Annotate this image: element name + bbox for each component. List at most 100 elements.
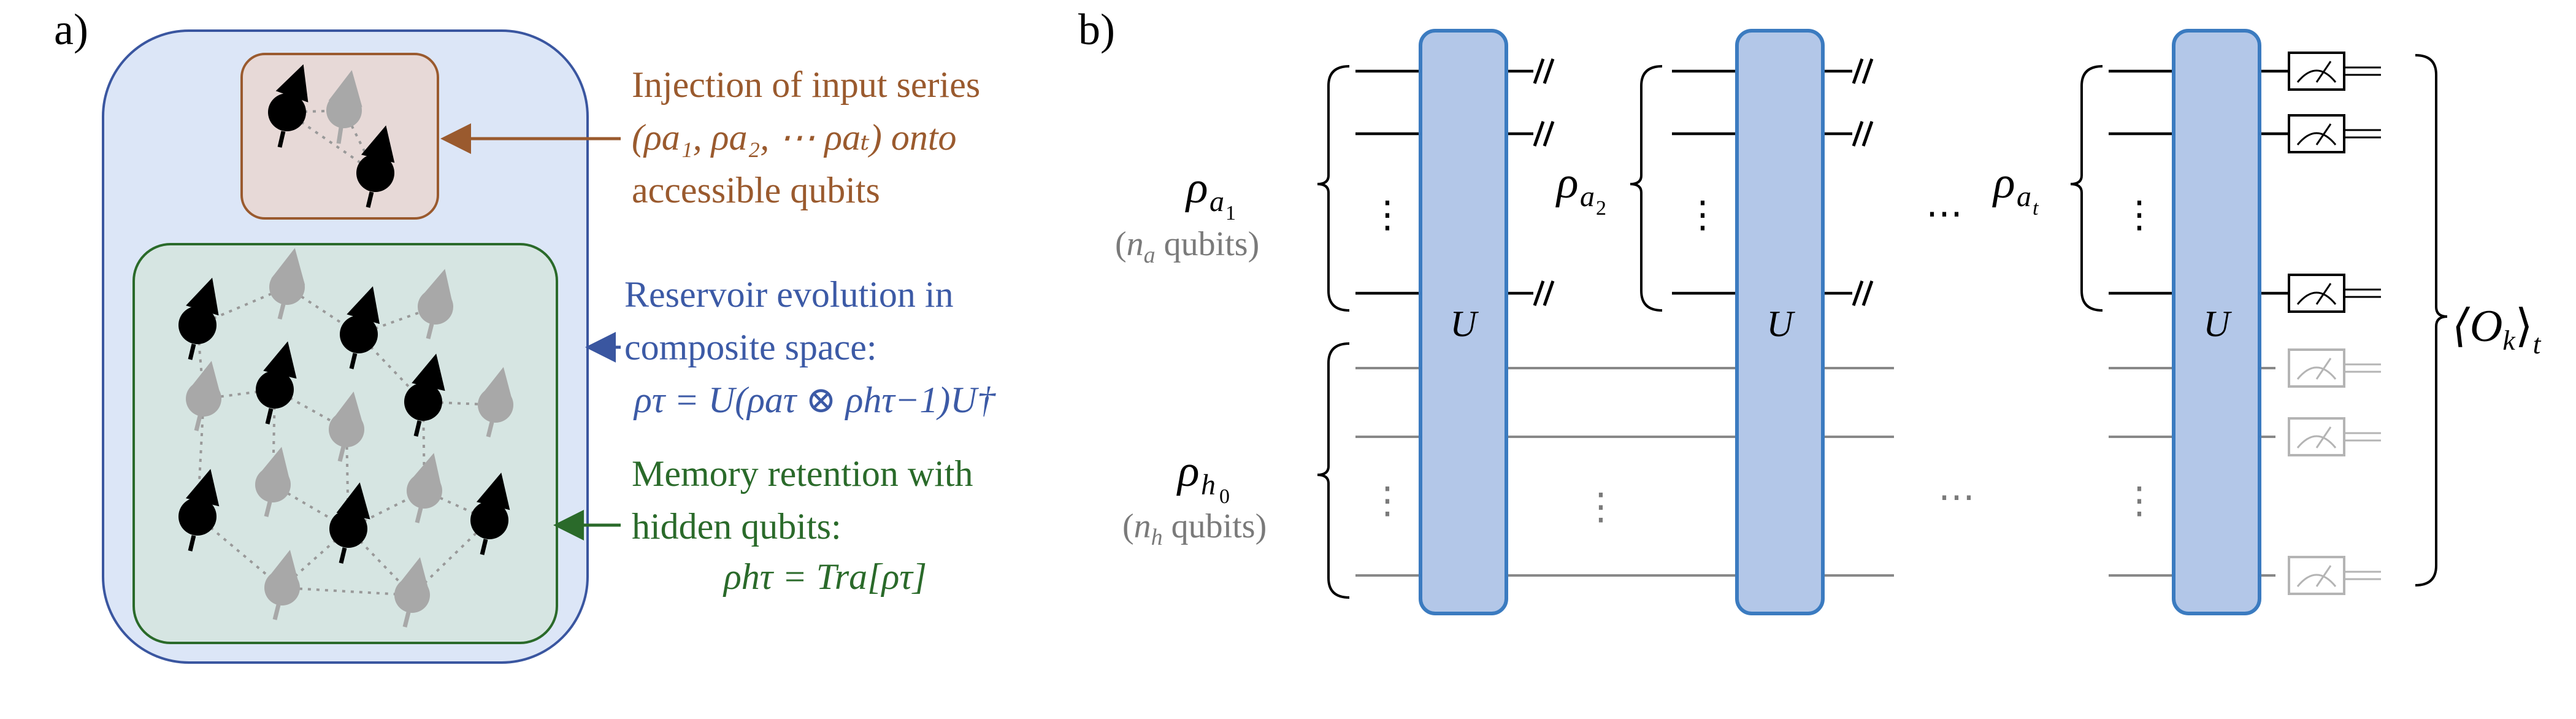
trace-marks	[1533, 58, 1874, 306]
measurement-meters	[2288, 52, 2381, 595]
output-bracket-o: ⟨O	[2452, 301, 2502, 352]
vdots-hidden-2: ⋮	[1582, 486, 1619, 527]
panel-b-label: b)	[1078, 5, 1115, 54]
rho-label-hidden: ρ h 0	[1176, 446, 1230, 508]
count-text: qubits)	[1156, 225, 1260, 263]
qubit-spin	[256, 341, 297, 425]
rho-symbol: ρ	[1555, 158, 1579, 208]
count-text: qubits)	[1163, 507, 1267, 545]
paren-open: (	[1115, 225, 1127, 263]
count-n: n	[1134, 507, 1151, 545]
output-sub-t: t	[2533, 328, 2542, 360]
svg-text:(na qubits): (na qubits)	[1115, 225, 1259, 268]
rho-label-group3: ρ a t	[1992, 158, 2039, 220]
meter-icon	[2288, 417, 2381, 456]
rho-subscript: a	[1580, 180, 1595, 213]
meter-icon	[2288, 52, 2381, 91]
reservoir-line2: composite space:	[624, 327, 877, 367]
reservoir-annotation: Reservoir evolution in composite space: …	[624, 274, 997, 420]
rho-subsubscript: 1	[1225, 202, 1236, 225]
meter-icon	[2288, 274, 2381, 313]
rho-subscript: a	[2017, 180, 2031, 213]
meter-icon	[2288, 556, 2381, 595]
qubit-spin	[264, 550, 300, 620]
qubit-spin	[394, 557, 430, 628]
qubit-spin	[404, 353, 445, 437]
memory-line1: Memory retention with	[632, 453, 973, 494]
qubit-spin	[326, 70, 362, 144]
gate-label: U	[2203, 304, 2232, 344]
qubit-spin	[356, 125, 395, 208]
rho-subsubscript: 0	[1219, 485, 1230, 508]
accessible-qubits	[268, 64, 395, 208]
panel-a-label: a)	[54, 5, 88, 54]
access-count-label: (na qubits)	[1115, 225, 1259, 268]
reservoir-hidden-qubits	[186, 248, 513, 628]
qubit-spin	[178, 277, 219, 360]
qubit-spin	[255, 447, 291, 517]
qubit-spin	[178, 469, 220, 552]
rho-subsubscript: t	[2033, 197, 2039, 220]
qubit-spin	[268, 64, 309, 148]
meter-icon	[2288, 114, 2381, 153]
meter-icon	[2288, 348, 2381, 388]
unitary-gate-2: U	[1735, 29, 1825, 615]
unitary-gate-1: U	[1419, 29, 1508, 615]
svg-text:⟨Ok⟩t: ⟨Ok⟩t	[2452, 301, 2542, 360]
injection-line1: Injection of input series	[632, 64, 980, 105]
ellipsis-access: ⋯	[1926, 193, 1963, 234]
qubit-spin	[340, 286, 380, 369]
memory-annotation: Memory retention with hidden qubits: ρhτ…	[632, 453, 973, 597]
vdots-access-1: ⋮	[1369, 194, 1406, 235]
rho-label-group2: ρ a 2	[1555, 158, 1606, 220]
count-sub: a	[1144, 242, 1156, 268]
gate-label: U	[1450, 304, 1479, 344]
rho-symbol: ρ	[1176, 446, 1200, 496]
rho-subscript: a	[1209, 185, 1224, 218]
memory-line2: hidden qubits:	[632, 506, 841, 547]
braces	[1317, 54, 2448, 599]
paren-open: (	[1122, 507, 1134, 545]
qubit-spin	[329, 482, 370, 564]
rho-symbol: ρ	[1992, 158, 2015, 208]
output-sub-k: k	[2502, 325, 2516, 356]
ellipses: ⋮ ⋮ ⋮ ⋯	[1369, 193, 2158, 235]
rho-symbol: ρ	[1185, 163, 1208, 213]
vdots-access-2: ⋮	[1684, 194, 1721, 235]
brace-group3	[2070, 65, 2103, 312]
rho-label-group1: ρ a 1	[1185, 163, 1236, 225]
qubit-spin	[269, 248, 305, 320]
output-bracket-close: ⟩	[2515, 301, 2533, 352]
vdots-access-3: ⋮	[2121, 194, 2158, 235]
reservoir-line3: ρτ = U(ρaτ ⊗ ρhτ−1)U†	[633, 380, 997, 420]
svg-text:(nh qubits): (nh qubits)	[1122, 507, 1267, 550]
vdots-hidden-1: ⋮	[1369, 480, 1406, 521]
brace-hidden	[1317, 342, 1350, 599]
gate-label: U	[1766, 304, 1795, 344]
reservoir-line1: Reservoir evolution in	[624, 274, 954, 315]
rho-subscript: h	[1201, 469, 1216, 501]
count-n: n	[1127, 225, 1144, 263]
injection-line3: accessible qubits	[632, 170, 880, 210]
hidden-count-label: (nh qubits)	[1122, 507, 1267, 550]
output-expectation-label: ⟨Ok⟩t	[2452, 301, 2542, 360]
qubit-spin	[470, 472, 510, 555]
unitary-gate-3: U	[2172, 29, 2261, 615]
reservoir-accessible-qubits	[178, 277, 510, 564]
qubit-spin	[329, 391, 364, 462]
vdots-hidden-3: ⋮	[2121, 480, 2158, 521]
qubit-spin	[418, 269, 453, 339]
qubit-spin	[478, 367, 513, 437]
qubit-spin	[407, 453, 442, 523]
brace-group1	[1317, 65, 1350, 312]
ellipsis-hidden: ⋯	[1938, 477, 1975, 517]
qubit-spin	[186, 361, 221, 431]
rho-subsubscript: 2	[1596, 197, 1606, 220]
injection-annotation: Injection of input series (ρa₁, ρa₂, ⋯ ρ…	[632, 64, 980, 210]
memory-line3: ρhτ = Tra[ρτ]	[723, 556, 927, 597]
hidden-ellipses: ⋮ ⋮ ⋮ ⋯	[1369, 477, 2158, 527]
brace-output	[2415, 54, 2448, 586]
count-sub: h	[1151, 525, 1163, 550]
brace-group2	[1630, 65, 1663, 312]
